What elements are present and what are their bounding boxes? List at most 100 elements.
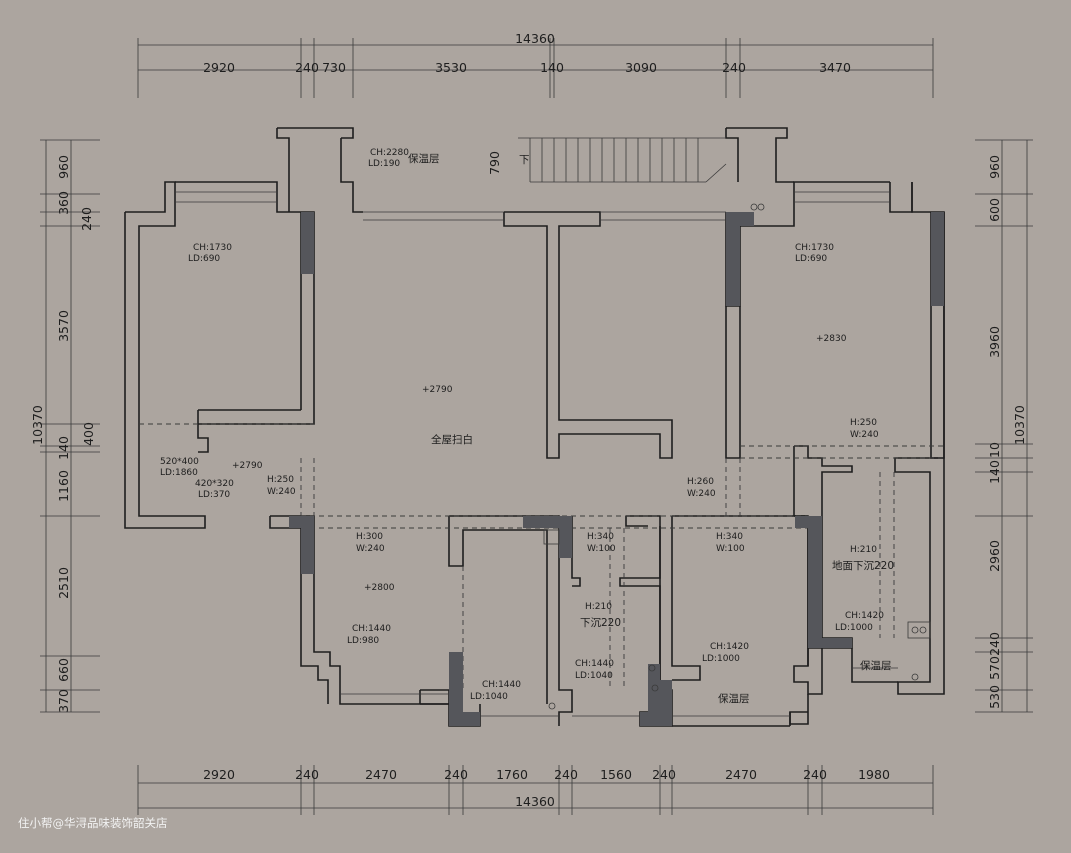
left-dim-3: 240: [79, 207, 94, 231]
annotation: CH:1420: [845, 611, 884, 621]
bottom-dim-11: 1980: [858, 767, 890, 782]
annotation: +2790: [422, 385, 453, 395]
annotation: W:100: [716, 544, 745, 554]
annotation: H:250: [267, 475, 294, 485]
right-dim-1: 960: [987, 155, 1002, 179]
annotation: W:240: [356, 544, 385, 554]
top-dim-4: 3530: [435, 60, 467, 75]
annotation: CH:1440: [352, 624, 391, 634]
annotation: 790: [487, 151, 502, 175]
column: [559, 528, 572, 558]
bottom-dim-3: 2470: [365, 767, 397, 782]
right-dim-7: 240: [987, 632, 1002, 656]
bottom-dim-5: 1760: [496, 767, 528, 782]
column: [301, 528, 314, 574]
annotation: LD:1000: [702, 654, 740, 664]
right-total-dim: 10370: [1012, 405, 1027, 445]
annotation: +2790: [232, 461, 263, 471]
annotation: 保温层: [718, 692, 750, 705]
bottom-dim-1: 2920: [203, 767, 235, 782]
dimension-lines: [40, 38, 1033, 815]
annotation: H:210: [850, 545, 877, 555]
top-dim-5: 140: [540, 60, 564, 75]
annotation: 保温层: [860, 659, 892, 672]
column: [931, 212, 944, 306]
left-dim-8: 2510: [56, 567, 71, 599]
top-dim-7: 240: [722, 60, 746, 75]
annotation: +2830: [816, 334, 847, 344]
left-total-dim: 10370: [30, 405, 45, 445]
annotation: LD:190: [368, 159, 400, 169]
annotation: LD:370: [198, 490, 230, 500]
right-dim-2: 600: [987, 198, 1002, 222]
annotation: H:250: [850, 418, 877, 428]
bottom-dim-4: 240: [444, 767, 468, 782]
annotation: H:300: [356, 532, 383, 542]
annotation: CH:1440: [482, 680, 521, 690]
left-dim-10: 370: [56, 689, 71, 713]
right-dim-5: 140: [987, 460, 1002, 484]
column: [648, 664, 660, 712]
bottom-dim-6: 240: [554, 767, 578, 782]
top-dim-1: 2920: [203, 60, 235, 75]
annotations: CH:2280 LD:190 保温层 790 下 CH:1730 LD:690 …: [160, 148, 894, 705]
annotation: W:240: [687, 489, 716, 499]
bottom-total-dim: 14360: [515, 794, 555, 809]
column: [449, 652, 463, 726]
left-dim-5: 400: [81, 422, 96, 446]
bottom-dim-7: 1560: [600, 767, 632, 782]
top-dim-8: 3470: [819, 60, 851, 75]
annotation: W:100: [587, 544, 616, 554]
left-dim-2: 360: [56, 191, 71, 215]
left-dim-9: 660: [56, 658, 71, 682]
column: [463, 712, 480, 726]
annotation: CH:1440: [575, 659, 614, 669]
annotation: 地面下沉220: [832, 559, 894, 572]
annotation: LD:980: [347, 636, 379, 646]
left-dim-4: 3570: [56, 310, 71, 342]
top-dim-3: 730: [322, 60, 346, 75]
annotation: CH:1730: [193, 243, 232, 253]
column: [822, 638, 852, 648]
bottom-dim-8: 240: [652, 767, 676, 782]
annotation: CH:1420: [710, 642, 749, 652]
annotation: H:340: [587, 532, 614, 542]
annotation: LD:1040: [575, 671, 613, 681]
annotation: CH:1730: [795, 243, 834, 253]
top-dim-2: 240: [295, 60, 319, 75]
right-dim-4: 10: [987, 442, 1002, 458]
annotation: LD:1000: [835, 623, 873, 633]
annotation: W:240: [850, 430, 879, 440]
bottom-dim-10: 240: [803, 767, 827, 782]
fixtures: [543, 203, 931, 710]
column: [808, 528, 822, 648]
annotation: 520*400: [160, 457, 199, 467]
annotation: 全屋扫白: [431, 433, 473, 446]
column: [660, 680, 672, 726]
column: [301, 212, 314, 274]
right-dim-9: 530: [987, 685, 1002, 709]
annotation: LD:1860: [160, 468, 198, 478]
left-dim-7: 1160: [56, 470, 71, 502]
annotation: H:260: [687, 477, 714, 487]
annotation: 保温层: [408, 152, 440, 165]
left-dim-1: 960: [56, 155, 71, 179]
annotation: 420*320: [195, 479, 234, 489]
columns: [289, 212, 944, 726]
annotation: LD:690: [188, 254, 220, 264]
annotation: H:340: [716, 532, 743, 542]
annotation: CH:2280: [370, 148, 409, 158]
column: [289, 516, 314, 528]
column: [740, 212, 754, 226]
dimension-tick: [705, 163, 727, 183]
right-dim-8: 570: [987, 656, 1002, 680]
annotation: W:240: [267, 487, 296, 497]
bottom-dim-9: 2470: [725, 767, 757, 782]
top-dim-6: 3090: [625, 60, 657, 75]
column: [523, 516, 572, 528]
dimension-texts: 14360 2920 240 730 3530 140 3090 240 347…: [30, 31, 1027, 809]
right-dim-6: 2960: [987, 540, 1002, 572]
annotation: LD:690: [795, 254, 827, 264]
